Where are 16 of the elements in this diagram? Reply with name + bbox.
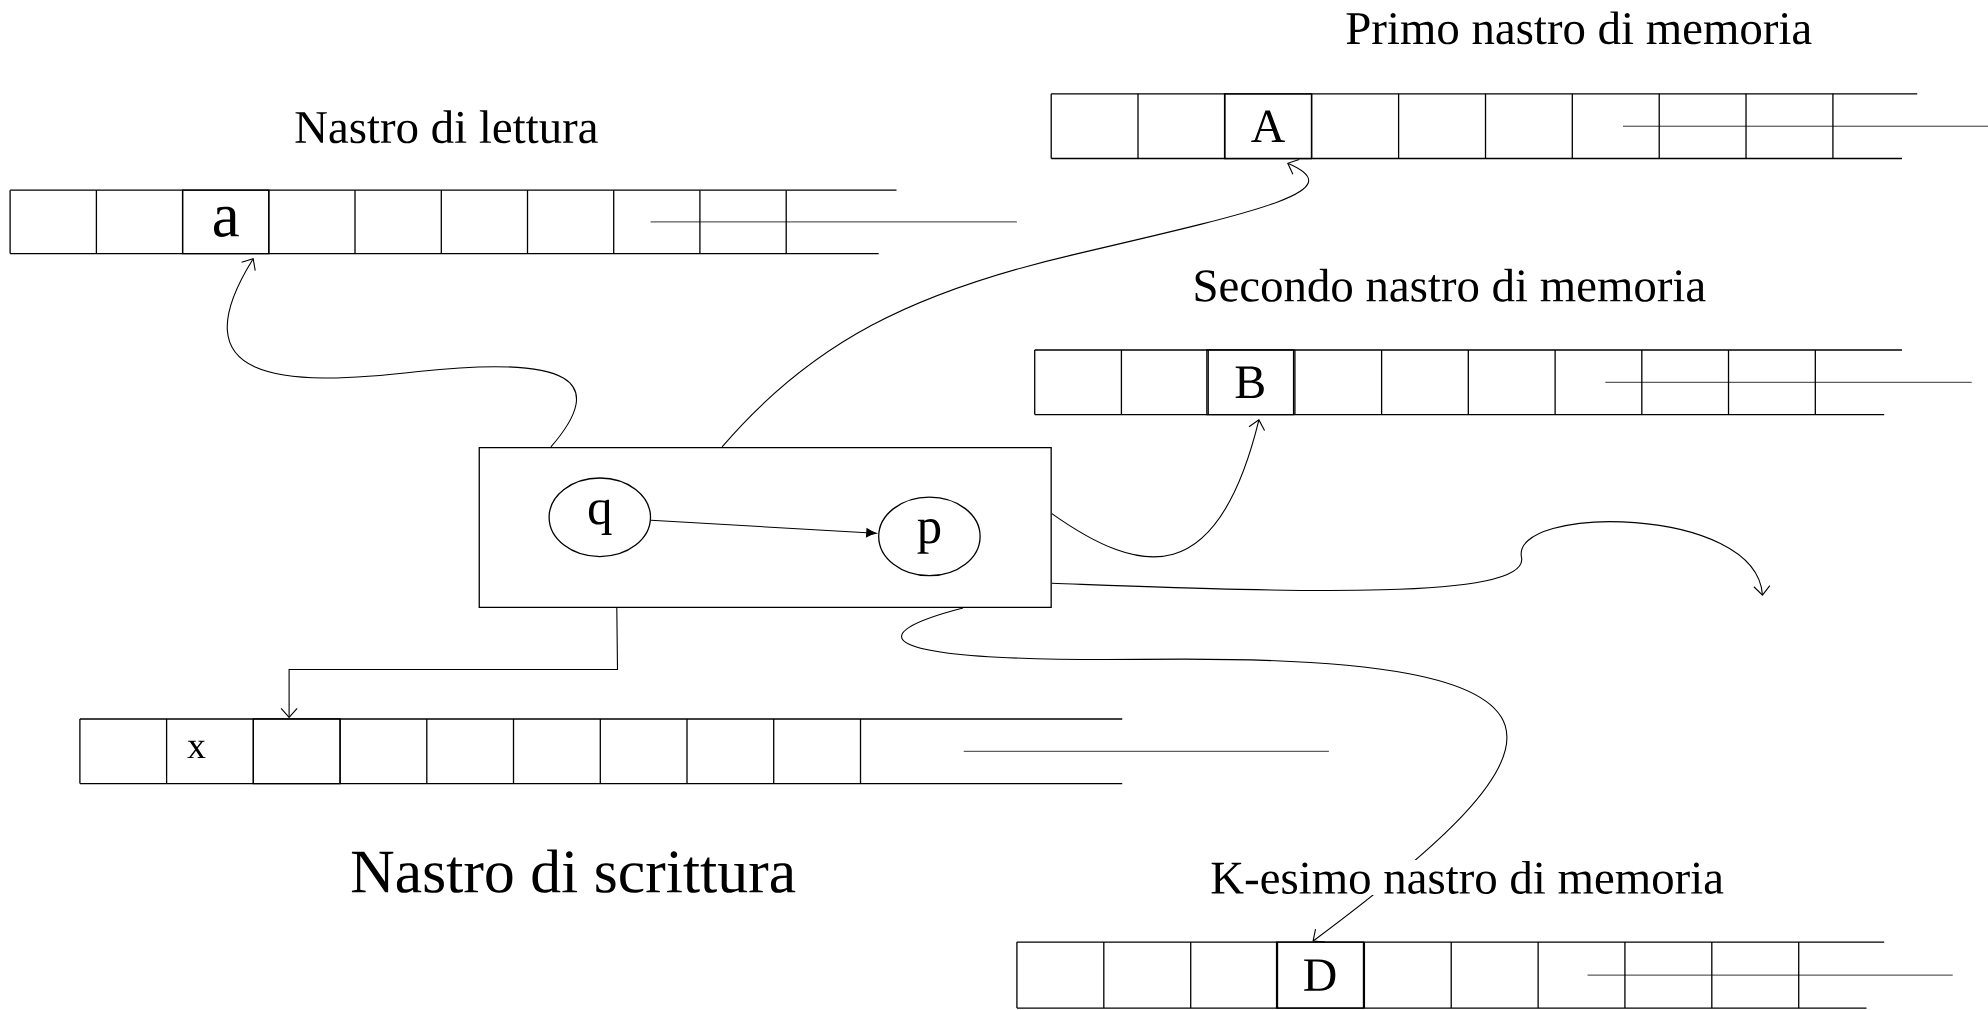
tape-cell: a	[181, 189, 270, 255]
arrow	[1051, 419, 1266, 558]
arrow	[901, 607, 1506, 943]
tape-cell	[252, 718, 341, 785]
tape-cell: B	[1206, 349, 1295, 416]
tape-title: x	[186, 739, 207, 760]
control-box	[478, 446, 1052, 609]
tape-cell: D	[1275, 941, 1365, 1009]
tape-title: Secondo nastro di memoria	[1191, 267, 1708, 303]
arrow	[1051, 521, 1771, 596]
arrow	[280, 607, 619, 719]
tape-cell: A	[1223, 93, 1313, 160]
arrow	[721, 159, 1309, 448]
tape-title: Nastro di scrittura	[349, 848, 798, 894]
arrow	[650, 519, 877, 538]
arrow	[226, 258, 577, 448]
